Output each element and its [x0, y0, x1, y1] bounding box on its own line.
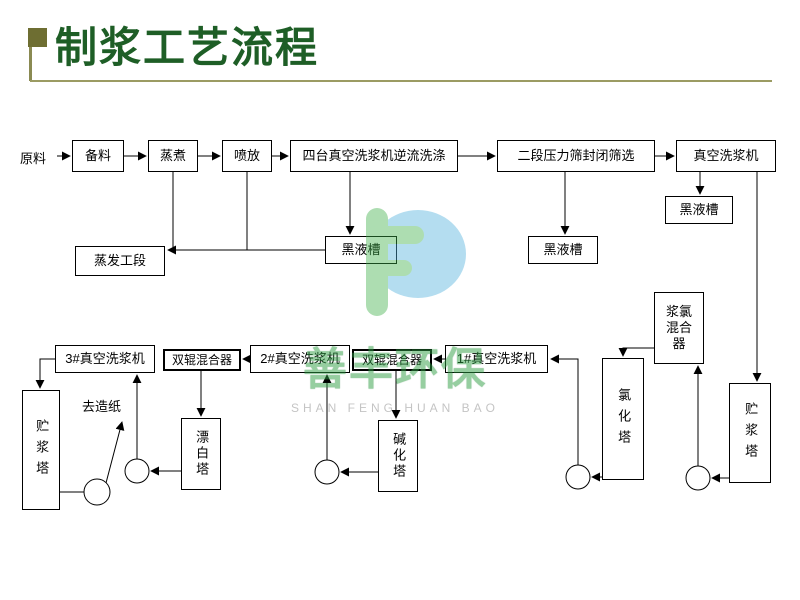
process-arrows — [35, 151, 762, 493]
pump-3 — [314, 459, 340, 485]
node-alkalization-tower: 碱化塔 — [378, 420, 418, 492]
slide-title: 制浆工艺流程 — [55, 26, 320, 72]
node-pulp-chlorine-mixer: 浆氯混合器 — [654, 292, 704, 364]
node-black-liquor-tank-mid2: 黑液槽 — [528, 236, 598, 264]
node-twin-roll-mixer-2: 双辊混合器 — [352, 349, 432, 371]
label-raw-material: 原料 — [20, 151, 47, 166]
node-bleaching-tower: 漂白塔 — [181, 418, 221, 490]
node-cooking: 蒸煮 — [148, 140, 198, 172]
node-black-liquor-tank-right: 黑液槽 — [665, 196, 733, 224]
pump-4 — [565, 464, 591, 490]
node-countercurrent-washing: 四台真空洗浆机逆流洗涤 — [290, 140, 458, 172]
title-rule — [30, 80, 772, 82]
node-black-liquor-tank-mid: 黑液槽 — [325, 236, 397, 264]
pump-1 — [83, 478, 111, 506]
node-pressure-screening: 二段压力筛封闭筛选 — [497, 140, 655, 172]
node-washer-1: 1#真空洗浆机 — [445, 345, 548, 373]
node-twin-roll-mixer-1: 双辊混合器 — [163, 349, 241, 371]
pump-2 — [124, 458, 150, 484]
node-material-prep: 备料 — [72, 140, 124, 172]
label-to-papermaking: 去造纸 — [82, 399, 122, 414]
slide-accent-square — [28, 28, 47, 47]
node-washer-2: 2#真空洗浆机 — [250, 345, 350, 373]
pump-circles — [83, 458, 711, 506]
node-blow: 喷放 — [222, 140, 272, 172]
node-vacuum-washer: 真空洗浆机 — [676, 140, 776, 172]
node-chlorination-tower: 氯化塔 — [602, 358, 644, 480]
node-washer-3: 3#真空洗浆机 — [55, 345, 155, 373]
pump-5 — [685, 465, 711, 491]
node-pulp-storage-tower-right: 贮浆塔 — [729, 383, 771, 483]
slide-accent-line — [29, 47, 32, 81]
node-pulp-storage-tower-left: 贮浆塔 — [22, 390, 60, 510]
node-evaporation-section: 蒸发工段 — [75, 246, 165, 276]
